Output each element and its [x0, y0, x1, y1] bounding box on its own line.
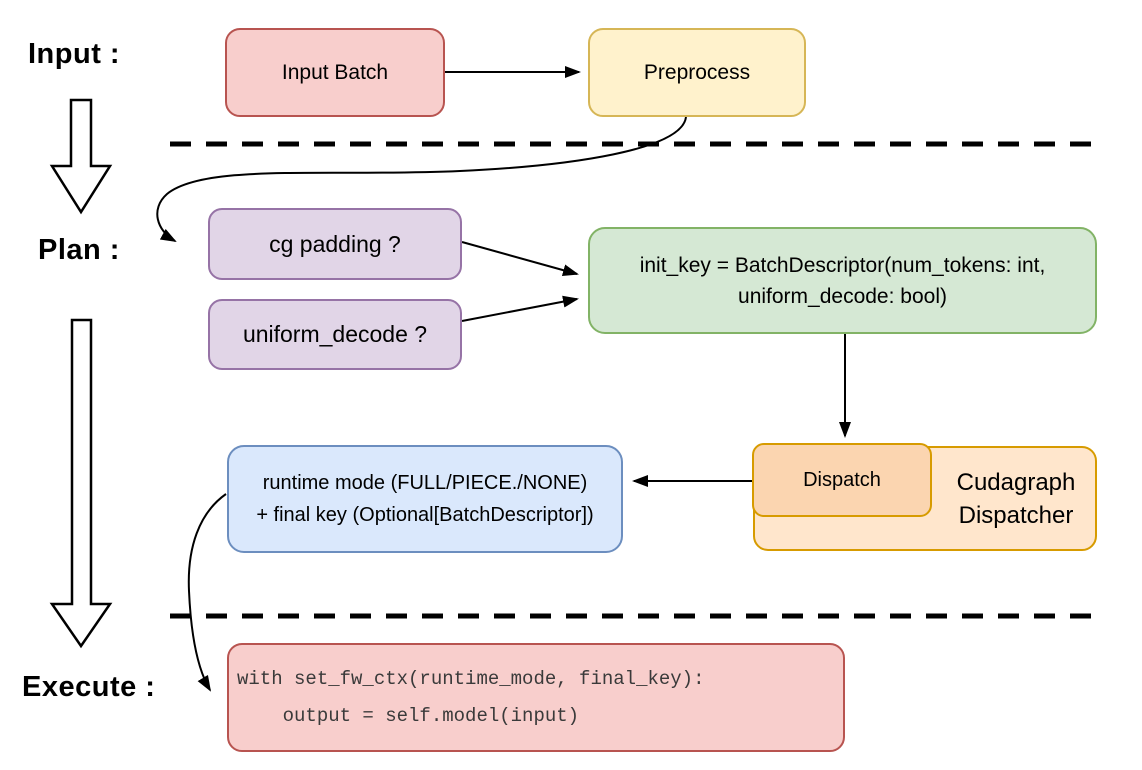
node-cudagraph-dispatcher-line1: Cudagraph	[956, 468, 1076, 496]
node-uniform-decode-label: uniform_decode ?	[242, 321, 428, 347]
node-dispatch: Dispatch	[752, 443, 932, 517]
node-runtime-mode-line2: + final key (Optional[BatchDescriptor])	[256, 504, 594, 526]
node-execute-code: with set_fw_ctx(runtime_mode, final_key)…	[227, 643, 845, 752]
stage-label-input: Input :	[28, 38, 121, 70]
arrow-runtime-mode-to-execute-code	[187, 493, 227, 692]
node-uniform-decode: uniform_decode ?	[208, 299, 462, 370]
arrow-uniform-decode-to-init-key	[461, 295, 579, 322]
node-init-key-line1: init_key = BatchDescriptor(num_tokens: i…	[639, 253, 1046, 277]
node-runtime-mode-line1: runtime mode (FULL/PIECE./NONE)	[262, 472, 588, 494]
node-dispatch-label: Dispatch	[803, 468, 881, 491]
node-preprocess-label: Preprocess	[643, 60, 751, 84]
node-cg-padding-label: cg padding ?	[269, 230, 401, 257]
arrow-cg-padding-to-init-key	[461, 241, 579, 277]
node-init-key-line2: uniform_decode: bool)	[738, 284, 947, 308]
node-init-key: init_key = BatchDescriptor(num_tokens: i…	[588, 227, 1097, 334]
arrow-preprocess-to-cg-padding	[156, 116, 687, 242]
execute-code-line1: with set_fw_ctx(runtime_mode, final_key)…	[237, 667, 705, 690]
execute-code-line2: output = self.model(input)	[237, 704, 580, 727]
stage-label-plan: Plan :	[38, 234, 120, 266]
node-input-batch: Input Batch	[225, 28, 445, 117]
stage-arrow-input-to-plan-icon	[49, 98, 113, 215]
node-cudagraph-dispatcher-line2: Dispatcher	[958, 501, 1074, 529]
node-preprocess: Preprocess	[588, 28, 806, 117]
node-runtime-mode: runtime mode (FULL/PIECE./NONE) + final …	[227, 445, 623, 553]
node-cudagraph-dispatcher-label: Cudagraph Dispatcher	[937, 448, 1095, 549]
node-cg-padding: cg padding ?	[208, 208, 462, 280]
stage-label-execute: Execute :	[22, 671, 156, 703]
stage-arrow-plan-to-execute-icon	[49, 318, 113, 649]
node-input-batch-label: Input Batch	[281, 60, 389, 84]
